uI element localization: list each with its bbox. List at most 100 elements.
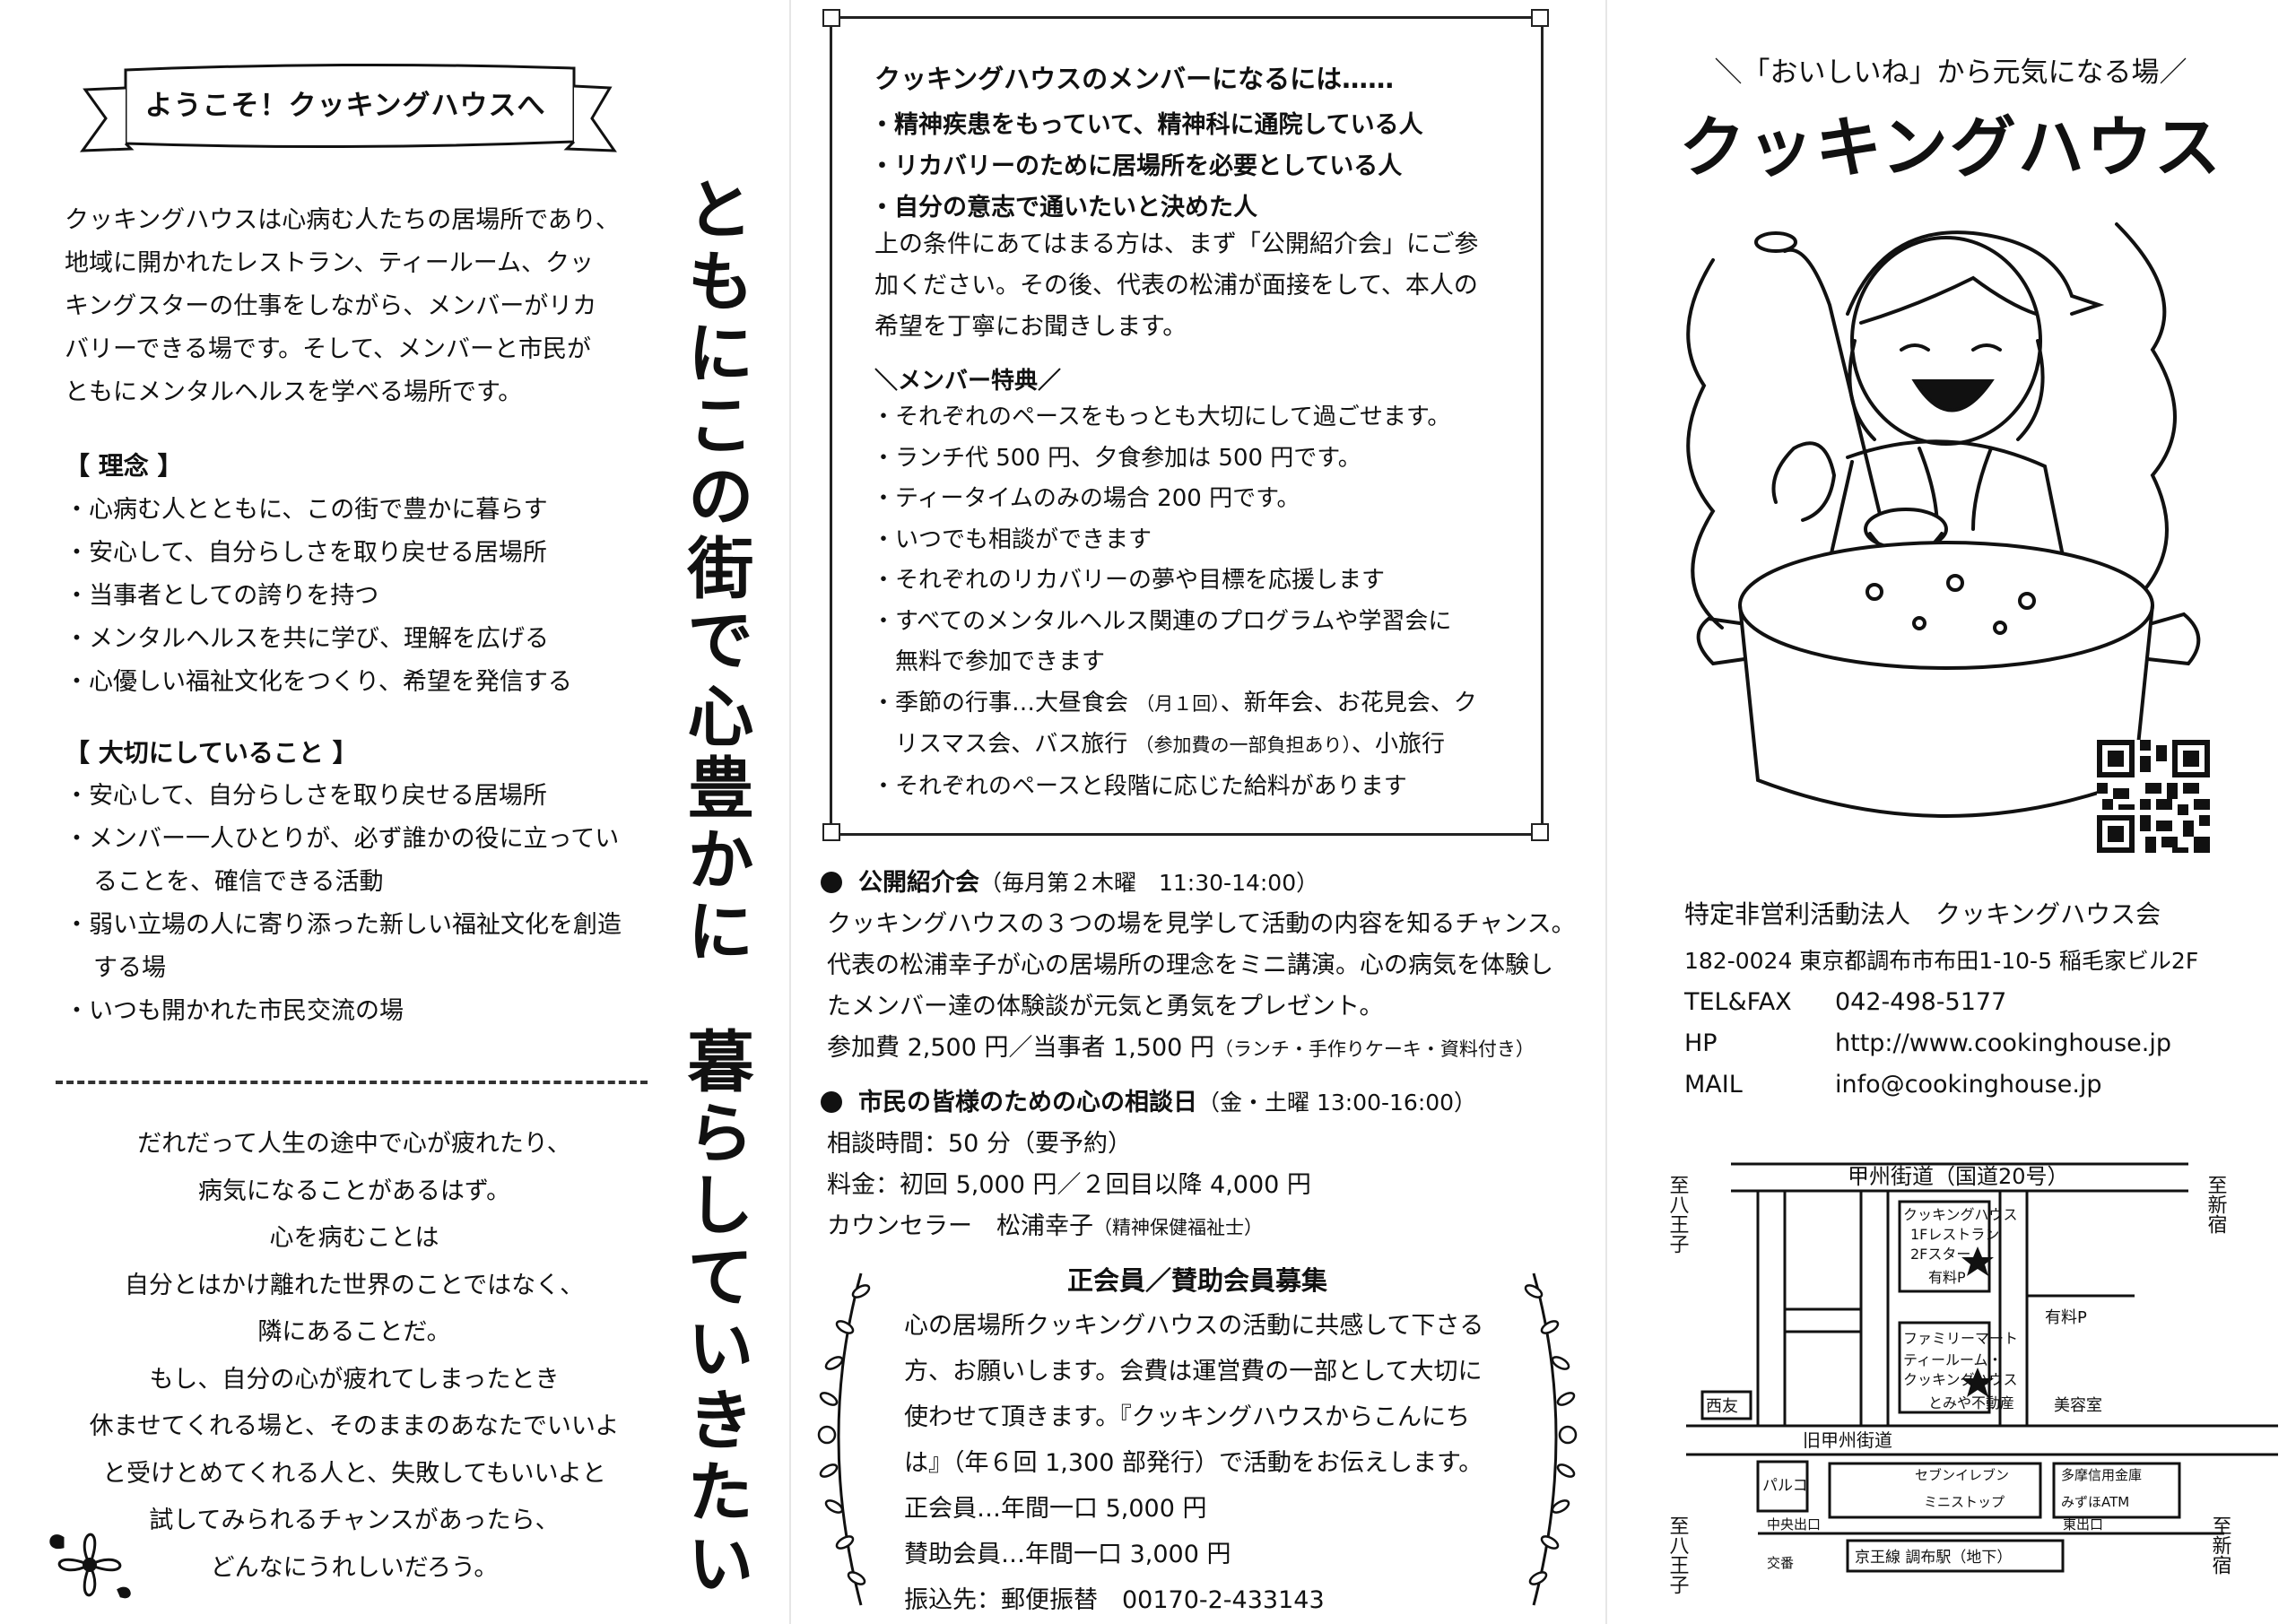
vine-left-icon: [817, 1272, 871, 1606]
note-line: 加ください。その後、代表の松浦が面接をして、本人の: [874, 272, 1478, 300]
body-line: 料金：初回 5,000 円／２回目以降 4,000 円: [827, 1171, 1311, 1199]
list-item: ・それぞれのペースと段階に応じた給料があります: [872, 772, 1407, 800]
pin-icon: [822, 9, 840, 27]
body-line: 代表の松浦幸子が心の居場所の理念をミニ講演。心の病気を体験し: [827, 951, 1553, 979]
fee-note: （ランチ・手作りケーキ・資料付き）: [1213, 1038, 1535, 1060]
website-link[interactable]: http://www.cookinghouse.jp: [1835, 1029, 2171, 1057]
vine-right-icon: [1524, 1272, 1578, 1606]
intro-line: キングスターの仕事をしながら、メンバーがリカ: [65, 292, 597, 320]
poem-line: と受けとめてくれる人と、失敗してもいいよと: [102, 1459, 606, 1488]
map-label: セブンイレブン: [1915, 1467, 2009, 1483]
consultation-title: 市民の皆様のための心の相談日: [858, 1089, 1197, 1116]
fold-line: [789, 0, 791, 1624]
events-text: 、小旅行: [1352, 731, 1446, 758]
body-line: 正会員…年間一口 5,000 円: [904, 1495, 1207, 1523]
poem: だれだって人生の途中で心が疲れたり、 病気になることがあるはず。 心を病むことは…: [63, 1121, 646, 1592]
poem-line: 病気になることがあるはず。: [197, 1177, 511, 1205]
map-label: ファミリーマート: [1903, 1330, 2018, 1347]
values-list: ・安心して、自分らしさを取り戻せる居場所 ・メンバー一人ひとりが、必ず誰かの役に…: [65, 775, 639, 1033]
slogan-line-1: ともにこの街で: [676, 175, 753, 677]
list-item: ・ティータイムのみの場合 200 円です。: [872, 485, 1300, 512]
list-item: ・すべてのメンタルヘルス関連のプログラムや学習会に無料で参加できます: [872, 607, 1452, 676]
list-item: ・季節の行事…大昼食会 （月１回）、新年会、お花見会、クリスマス会、バス旅行 （…: [872, 683, 1487, 767]
recruit-body: 心の居場所クッキングハウスの活動に共感して下さる 方、お願いします。会費は運営費…: [904, 1303, 1483, 1623]
poem-line: だれだって人生の途中で心が疲れたり、: [137, 1130, 571, 1158]
note-line: 希望を丁寧にお聞きします。: [874, 313, 1187, 341]
contact-label: TEL&FAX: [1684, 988, 1792, 1016]
counselor-line: カウンセラー 松浦幸子（精神保健福祉士）: [827, 1206, 1562, 1248]
map-label: 西友: [1706, 1397, 1738, 1416]
list-item: ・安心して、自分らしさを取り戻せる居場所: [65, 782, 547, 810]
events-note: （月１回）: [1135, 692, 1221, 715]
list-item: ・いつでも相談ができます: [872, 525, 1152, 553]
map-label: 2Fスター: [1910, 1246, 1970, 1263]
fee-text: 参加費 2,500 円／当事者 1,500 円: [827, 1034, 1214, 1062]
intro-paragraph: クッキングハウスは心病む人たちの居場所であり、 地域に開かれたレストラン、ティー…: [65, 199, 648, 414]
list-item: ・自分の意志で通いたいと決めた人: [870, 194, 1257, 221]
events-text: 、新年会、お花見会、クリスマス会、バス旅行: [895, 689, 1477, 759]
map-label: 美容室: [2054, 1396, 2102, 1415]
list-item: ・それぞれのリカバリーの夢や目標を応援します: [872, 567, 1386, 594]
contact-label: HP: [1684, 1029, 1718, 1057]
poem-line: どんなにうれしいだろう。: [210, 1553, 499, 1582]
right-panel: ＼「おいしいね」から元気になる場／ クッキングハウス: [1605, 0, 2296, 1624]
note-line: 上の条件にあてはまる方は、まず「公開紹介会」にご参: [874, 230, 1479, 258]
benefits-heading: ＼メンバー特典／: [874, 368, 1062, 395]
poem-line: 心を病むことは: [269, 1224, 439, 1252]
email-link[interactable]: info@cookinghouse.jp: [1835, 1071, 2102, 1099]
membership-note: 上の条件にあてはまる方は、まず「公開紹介会」にご参 加ください。その後、代表の松…: [874, 224, 1502, 348]
brand-title: クッキングハウス: [1679, 109, 2222, 187]
list-item: ・安心して、自分らしさを取り戻せる居場所: [65, 539, 547, 567]
map-label: クッキングハウス: [1903, 1206, 2018, 1223]
list-item: ・メンタルヘルスを共に学び、理解を広げる: [65, 625, 549, 653]
banner-title: ようこそ！クッキングハウスへ: [144, 90, 546, 122]
membership-box: [830, 16, 1544, 836]
map-label: 中央出口: [1767, 1516, 1821, 1533]
consultation-schedule: （金・土曜 13:00-16:00）: [1197, 1090, 1477, 1116]
counselor-text: カウンセラー 松浦幸子: [827, 1212, 1093, 1240]
events-text: ・季節の行事…大昼食会: [872, 689, 1136, 716]
poem-line: 休ませてくれる場と、そのままのあなたでいいよ: [89, 1412, 620, 1440]
map-label: パルコ: [1762, 1477, 1808, 1495]
poem-line: 試してみられるチャンスがあったら、: [149, 1507, 560, 1534]
tagline: ＼「おいしいね」から元気になる場／: [1714, 56, 2187, 89]
counselor-note: （精神保健福祉士）: [1093, 1217, 1263, 1238]
poem-line: 自分とはかけ離れた世界のことではなく、: [124, 1271, 585, 1299]
map-label: ティールーム・: [1903, 1351, 2003, 1368]
intro-line: クッキングハウスは心病む人たちの居場所であり、: [65, 206, 620, 234]
body-line: 賛助会員…年間一口 3,000 円: [904, 1541, 1231, 1568]
requirements-list: ・精神疾患をもっていて、精神科に通院している人 ・リカバリーのために居場所を必要…: [870, 105, 1498, 229]
intro-line: 地域に開かれたレストラン、ティールーム、クッ: [65, 249, 594, 277]
flower-icon: [49, 1533, 131, 1599]
map-label: 東出口: [2063, 1516, 2103, 1533]
ribbon-graphic: [79, 63, 617, 152]
map-label: 至八王子: [1668, 1515, 1690, 1594]
map-label: 交番: [1767, 1555, 1794, 1571]
benefits-list: ・それぞれのペースをもっとも大切にして過ごせます。 ・ランチ代 500 円、夕食…: [872, 397, 1526, 807]
map-label: 京王線 調布駅（地下）: [1855, 1549, 2012, 1567]
list-item: ・それぞれのペースをもっとも大切にして過ごせます。: [872, 404, 1451, 430]
recruit-heading: 正会員／賛助会員募集: [1066, 1265, 1327, 1296]
values-heading: 【 大切にしていること 】: [65, 738, 358, 768]
map-label: とみや不動産: [1928, 1394, 2014, 1411]
membership-title: クッキングハウスのメンバーになるには……: [874, 64, 1395, 94]
organization-name: 特定非営利活動法人 クッキングハウス会: [1684, 899, 2161, 929]
philosophy-heading: 【 理念 】: [65, 451, 183, 481]
map-label: 有料P: [2045, 1308, 2087, 1327]
pin-icon: [822, 823, 840, 841]
welcome-banner: ようこそ！クッキングハウスへ: [72, 36, 619, 179]
map-label: 至八王子: [1668, 1175, 1690, 1254]
list-item: ・弱い立場の人に寄り添った新しい福祉文化を創造する場: [65, 911, 622, 982]
body-line: 使わせて頂きます。『クッキングハウスからこんにち: [904, 1403, 1470, 1431]
slogan-line-3: 暮らしていきたい: [676, 1027, 753, 1601]
pin-icon: [1531, 823, 1549, 841]
list-item: ・心優しい福祉文化をつくり、希望を発信する: [65, 668, 572, 696]
consultation-heading: 市民の皆様のための心の相談日（金・土曜 13:00-16:00）: [821, 1082, 1476, 1117]
map-label: 1Fレストラン: [1910, 1226, 1999, 1243]
map-label: 甲州街道（国道20号）: [1848, 1164, 2069, 1189]
contact-row: HP http://www.cookinghouse.jp: [1684, 1023, 2171, 1064]
contact-label: MAIL: [1684, 1071, 1743, 1099]
body-line: クッキングハウスの３つの場を見学して活動の内容を知るチャンス。: [827, 910, 1576, 938]
